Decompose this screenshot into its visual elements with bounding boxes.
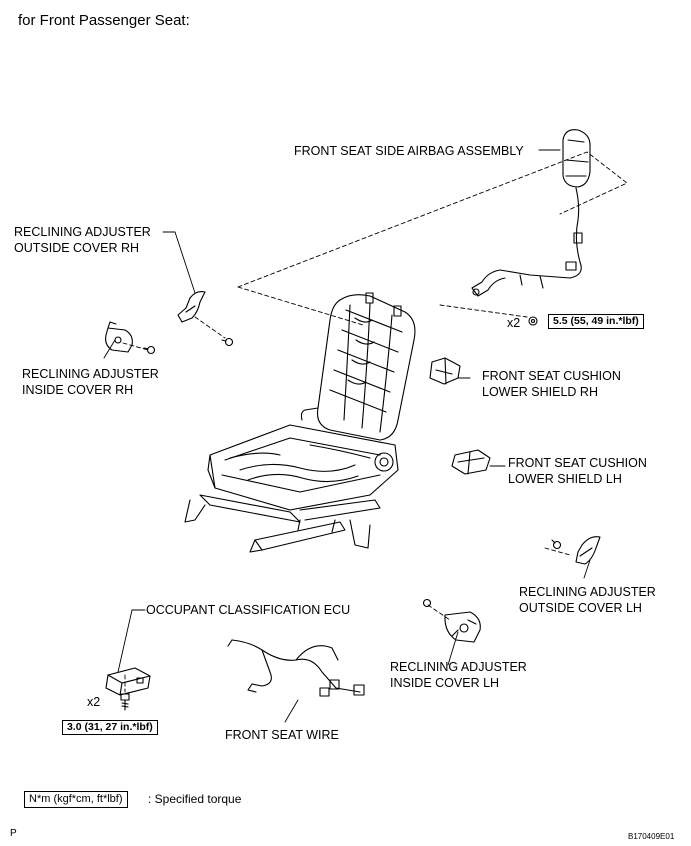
cushion-lower-shield-lh	[451, 449, 491, 475]
legend-torque-unit-box: N*m (kgf*cm, ft*lbf)	[24, 791, 128, 808]
reclining-adjuster-inside-cover-lh	[444, 611, 481, 643]
reclining-adjuster-inside-cover-rh	[105, 321, 133, 353]
label-reclining-inside-cover-rh-line2: INSIDE COVER RH	[22, 383, 134, 397]
seat-cushion-frame	[207, 424, 399, 511]
label-reclining-inside-cover-lh-line1: RECLINING ADJUSTER	[390, 660, 527, 674]
label-occupant-classification-ecu: OCCUPANT CLASSIFICATION ECU	[146, 603, 351, 617]
label-cushion-shield-lh-line1: FRONT SEAT CUSHION	[508, 456, 647, 470]
figure-code: B170409E01	[628, 832, 675, 841]
label-front-seat-wire: FRONT SEAT WIRE	[225, 728, 339, 742]
leader-lines	[103, 149, 591, 723]
reclining-adjuster-outside-cover-rh	[177, 291, 206, 323]
reclining-adjuster-outside-cover-lh	[575, 536, 601, 565]
nut-quantity: x2	[507, 316, 521, 330]
label-reclining-outside-cover-rh-line2: OUTSIDE COVER RH	[14, 241, 140, 255]
label-cushion-shield-lh-line2: LOWER SHIELD LH	[508, 472, 622, 486]
label-cushion-shield-rh-line2: LOWER SHIELD RH	[482, 385, 598, 399]
legend-specified-torque-text: : Specified torque	[148, 792, 242, 806]
cushion-lower-shield-rh	[429, 357, 461, 385]
page-title: for Front Passenger Seat:	[18, 12, 190, 29]
torque-spec-nut: 5.5 (55, 49 in.*lbf)	[548, 314, 644, 329]
label-cushion-shield-rh-line1: FRONT SEAT CUSHION	[482, 369, 621, 383]
installation-guide-lines	[122, 151, 628, 693]
footer-page-marker: P	[10, 828, 17, 839]
screw	[143, 345, 156, 355]
label-reclining-outside-cover-lh-line2: OUTSIDE COVER LH	[519, 601, 642, 615]
label-reclining-outside-cover-rh-line1: RECLINING ADJUSTER	[14, 225, 151, 239]
nut	[528, 316, 538, 326]
side-airbag-assembly	[471, 129, 591, 297]
occupant-classification-ecu	[105, 667, 151, 696]
seat-rails	[184, 494, 381, 553]
ecu-bolt	[120, 693, 130, 711]
front-seat-wire	[227, 639, 365, 697]
seat-back-frame	[300, 292, 416, 441]
label-reclining-inside-cover-rh-line1: RECLINING ADJUSTER	[22, 367, 159, 381]
label-reclining-inside-cover-lh-line2: INSIDE COVER LH	[390, 676, 500, 690]
bolt-quantity: x2	[87, 695, 101, 709]
label-side-airbag-assembly: FRONT SEAT SIDE AIRBAG ASSEMBLY	[294, 144, 524, 158]
screw	[551, 539, 562, 550]
screw	[221, 337, 234, 347]
label-reclining-outside-cover-lh-line1: RECLINING ADJUSTER	[519, 585, 656, 599]
torque-spec-ecu-bolt: 3.0 (31, 27 in.*lbf)	[62, 720, 158, 735]
screw	[422, 598, 432, 608]
